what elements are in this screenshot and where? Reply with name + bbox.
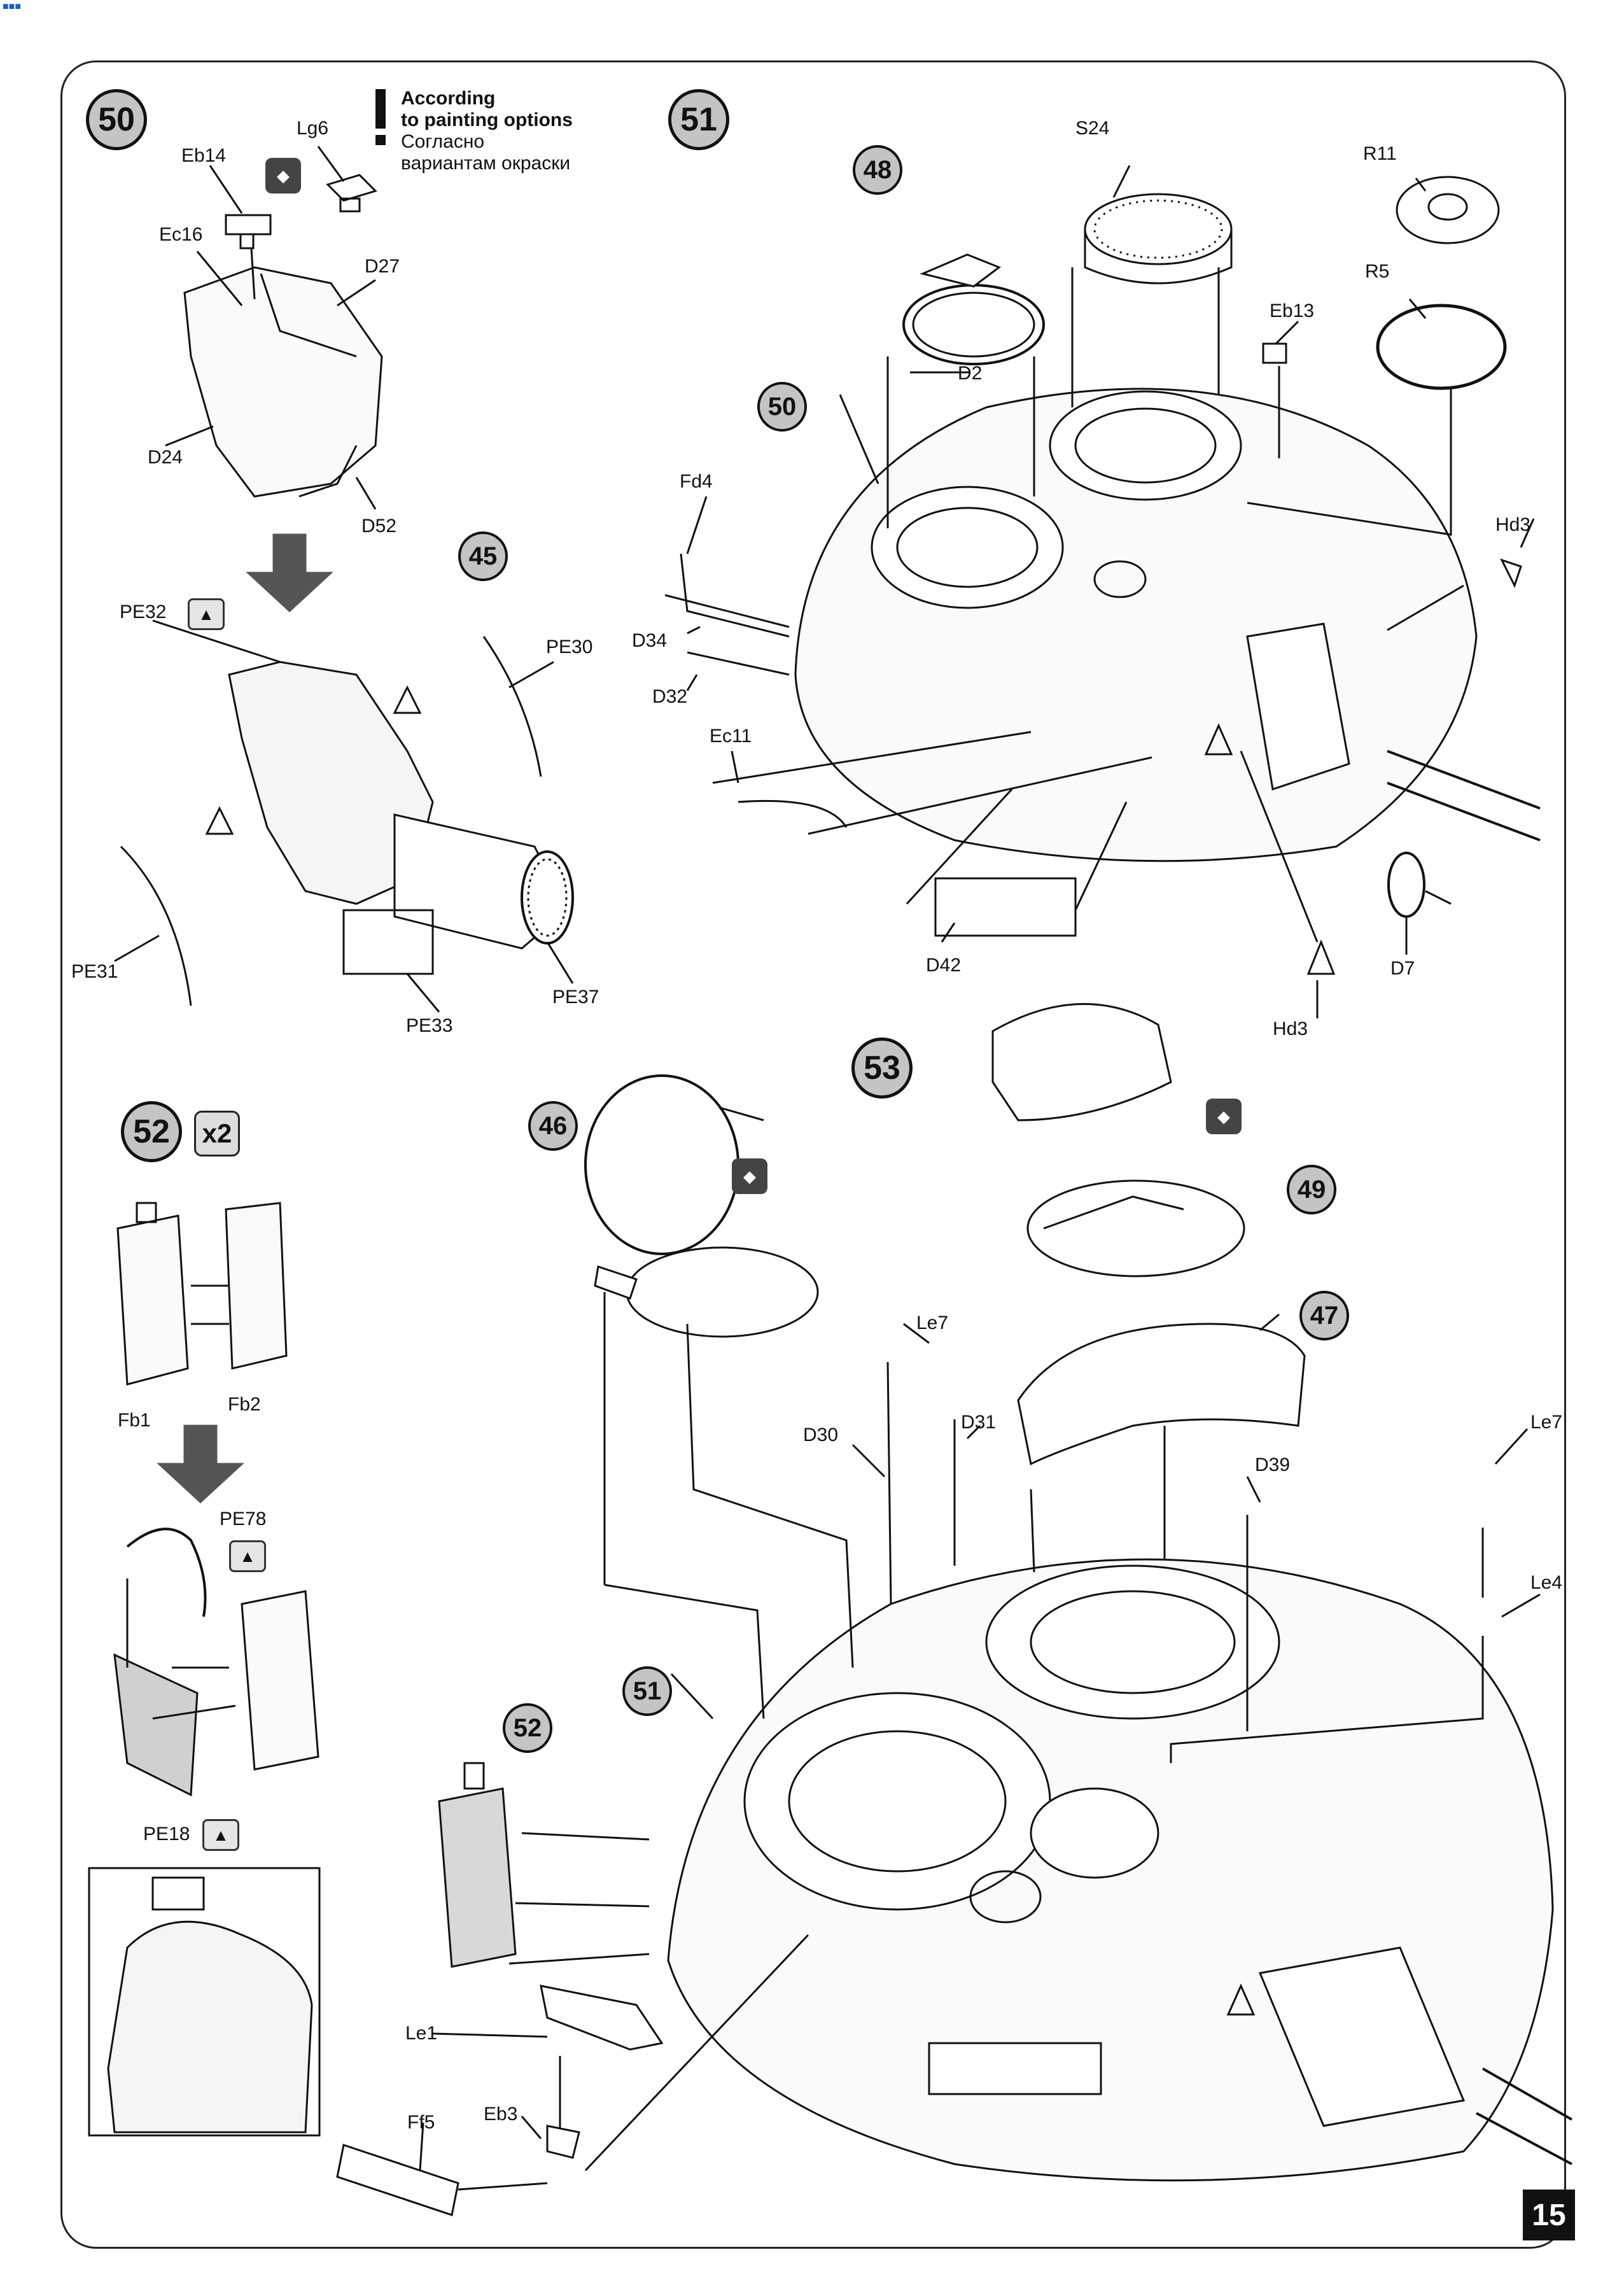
label-ec11: Ec11 — [710, 726, 752, 747]
label-eb14: Eb14 — [181, 145, 227, 166]
step51-turret — [794, 388, 1541, 862]
label-ff5: Ff5 — [407, 2112, 435, 2133]
step50-mantlet-part — [183, 266, 383, 498]
arrow-down-icon-2 — [157, 1424, 244, 1504]
label-d30: D30 — [803, 1424, 839, 1445]
d7-part — [1387, 852, 1425, 918]
label-d31: D31 — [961, 1412, 997, 1433]
step-50-badge: 50 — [86, 89, 147, 150]
lg6-part — [326, 174, 377, 213]
label-fb2: Fb2 — [228, 1394, 261, 1415]
ref-step-52: 52 — [503, 1703, 552, 1753]
photo-etch-icon-3: ▲ — [202, 1819, 239, 1851]
label-pe31: PE31 — [71, 961, 118, 982]
painting-options-note: According to painting options Согласно в… — [401, 88, 573, 174]
le1-part — [540, 1985, 664, 2051]
jerrycan-fb1 — [116, 1202, 189, 1386]
cupola-53 — [991, 1002, 1245, 1277]
ff5-part — [336, 2144, 459, 2216]
label-d34: D34 — [632, 630, 668, 651]
jerrycan-52-installed — [438, 1762, 517, 1968]
label-d39: D39 — [1255, 1454, 1291, 1475]
d42-installed — [928, 2042, 1102, 2095]
ref-step-46: 46 — [528, 1101, 578, 1151]
painting-option-icon: ◆ — [265, 158, 301, 193]
ring-47 — [1017, 1323, 1306, 1466]
ref-step-49: 49 — [1287, 1165, 1336, 1214]
label-pe30: PE30 — [546, 636, 593, 657]
label-r11: R11 — [1363, 143, 1397, 164]
label-s24: S24 — [1075, 118, 1110, 139]
label-pe18: PE18 — [143, 1824, 190, 1845]
label-d52: D52 — [361, 516, 397, 537]
r11-part — [1396, 176, 1500, 244]
painting-option-icon-3: ◆ — [1206, 1099, 1242, 1134]
label-le7-b: Le7 — [1530, 1412, 1563, 1433]
gun-mantlet-assembly — [120, 636, 574, 1006]
eb3-part — [546, 2125, 580, 2159]
label-r5: R5 — [1365, 261, 1390, 282]
ref-step-50: 50 — [757, 382, 807, 432]
label-d2: D2 — [958, 363, 983, 384]
step53-turret — [667, 1558, 1572, 2182]
ref-step-48: 48 — [853, 145, 902, 195]
label-hd3: Hd3 — [1495, 514, 1531, 535]
step-53-badge: 53 — [851, 1037, 913, 1099]
inset-jerrycan — [107, 1876, 313, 2134]
d42-part — [934, 877, 1077, 937]
jerrycan-assembly — [113, 1528, 319, 1797]
note-line-3: Согласно — [401, 131, 485, 152]
ref-step-45: 45 — [458, 531, 508, 581]
eb14-part — [225, 214, 272, 250]
note-line-2: to painting options — [401, 109, 573, 130]
r5-ring — [1376, 304, 1507, 390]
note-line-1: According — [401, 88, 496, 109]
note-line-4: вариантам окраски — [401, 153, 571, 174]
label-pe33: PE33 — [406, 1015, 453, 1036]
eb13-part — [1262, 342, 1287, 364]
hd3-part — [1500, 558, 1522, 588]
page-frame — [60, 60, 1566, 2249]
arrow-down-icon — [246, 533, 333, 613]
step-51-badge: 51 — [668, 89, 729, 150]
label-d27: D27 — [365, 256, 400, 277]
ref-step-47: 47 — [1299, 1291, 1349, 1340]
hd3-part-b — [1306, 939, 1336, 975]
s24-ring — [1084, 193, 1233, 285]
label-le4: Le4 — [1530, 1572, 1563, 1593]
warning-exclamation-icon — [375, 89, 386, 145]
label-lg6: Lg6 — [297, 118, 329, 139]
quantity-x2-badge: x2 — [194, 1111, 240, 1157]
label-hd3-b: Hd3 — [1273, 1018, 1308, 1039]
label-ec16: Ec16 — [159, 224, 203, 245]
label-le7: Le7 — [916, 1312, 949, 1333]
label-fb1: Fb1 — [118, 1410, 151, 1431]
photo-etch-icon-2: ▲ — [229, 1540, 266, 1572]
label-eb13: Eb13 — [1270, 300, 1315, 321]
jerrycan-fb2 — [225, 1202, 288, 1370]
label-d24: D24 — [148, 447, 183, 468]
label-d7: D7 — [1390, 958, 1415, 979]
label-d32: D32 — [652, 686, 688, 707]
label-pe32: PE32 — [120, 601, 167, 622]
detail-inset — [88, 1867, 321, 2137]
label-d42: D42 — [926, 955, 962, 976]
photo-etch-icon: ▲ — [188, 598, 225, 630]
page-number: 15 — [1523, 2190, 1575, 2240]
watermark-logo: ■■■ — [3, 1, 21, 12]
label-fd4: Fd4 — [680, 471, 713, 492]
label-eb3: Eb3 — [484, 2104, 518, 2125]
label-pe37: PE37 — [552, 987, 599, 1008]
commander-cupola-48 — [902, 253, 1045, 365]
label-pe78: PE78 — [220, 1508, 267, 1529]
ref-step-51: 51 — [622, 1666, 672, 1716]
label-le1: Le1 — [405, 2023, 438, 2044]
painting-option-icon-2: ◆ — [732, 1158, 767, 1194]
hatch-46 — [584, 1074, 819, 1338]
step-52-badge: 52 — [121, 1101, 182, 1162]
